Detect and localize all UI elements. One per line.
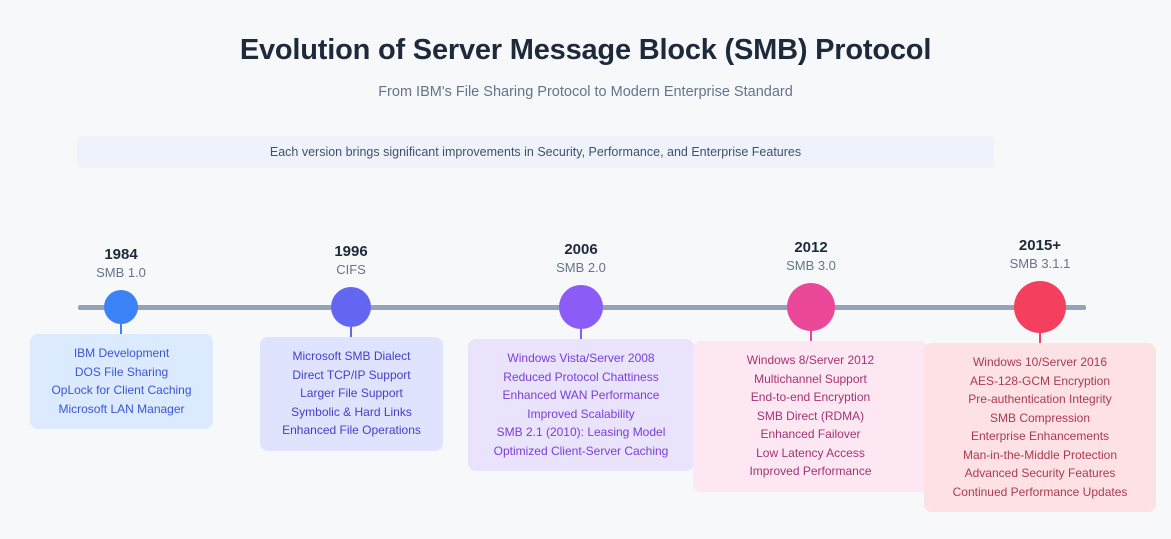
node-marker-dot[interactable]: [331, 287, 371, 327]
card-feature-item: AES-128-GCM Encryption: [969, 373, 1111, 388]
node-connector-stem: [810, 329, 812, 341]
node-marker-dot[interactable]: [559, 285, 603, 329]
node-year-label: 2012: [794, 239, 828, 256]
card-feature-item: Windows 8/Server 2012: [746, 353, 875, 367]
card-feature-item: Optimized Client-Server Caching: [493, 443, 669, 458]
node-version-label: SMB 3.1.1: [1009, 256, 1071, 271]
card-feature-item: Microsoft SMB Dialect: [292, 349, 411, 363]
node-connector-stem: [350, 325, 352, 337]
card-feature-item: SMB Compression: [989, 410, 1091, 425]
summary-banner: Each version brings significant improvem…: [77, 136, 994, 168]
summary-banner-text: Each version brings significant improvem…: [269, 145, 802, 159]
card-feature-item: IBM Development: [73, 346, 170, 360]
node-marker-dot[interactable]: [787, 283, 835, 331]
card-feature-item: Direct TCP/IP Support: [292, 367, 411, 382]
card-feature-item: Improved Scalability: [527, 406, 635, 421]
node-year-label: 2015+: [1018, 237, 1062, 254]
card-feature-item: Larger File Support: [300, 386, 403, 400]
card-feature-item: Symbolic & Hard Links: [291, 404, 412, 419]
page-subtitle: From IBM's File Sharing Protocol to Mode…: [378, 84, 793, 100]
card-feature-item: Windows 10/Server 2016: [972, 355, 1108, 369]
card-feature-item: Man-in-the-Middle Protection: [962, 447, 1118, 462]
node-year-label: 2006: [564, 241, 598, 258]
card-feature-item: Multichannel Support: [754, 371, 867, 386]
node-version-label: CIFS: [336, 262, 366, 277]
card-feature-item: Enterprise Enhancements: [970, 429, 1110, 443]
card-feature-item: Improved Performance: [749, 464, 872, 478]
card-feature-item: Enhanced Failover: [760, 427, 861, 441]
card-feature-item: Pre-authentication Integrity: [968, 392, 1112, 406]
card-feature-item: End-to-end Encryption: [750, 390, 871, 404]
card-feature-item: Windows Vista/Server 2008: [507, 351, 655, 365]
node-version-label: SMB 3.0: [786, 258, 836, 273]
node-marker-dot[interactable]: [104, 290, 138, 324]
node-connector-stem: [580, 327, 582, 339]
card-feature-item: DOS File Sharing: [74, 364, 169, 379]
page-title: Evolution of Server Message Block (SMB) …: [239, 34, 932, 66]
node-connector-stem: [120, 322, 122, 334]
card-feature-item: SMB Direct (RDMA): [756, 408, 865, 423]
node-connector-stem: [1039, 331, 1041, 343]
node-year-label: 1984: [104, 246, 138, 263]
card-feature-item: Low Latency Access: [756, 445, 865, 460]
card-feature-item: SMB 2.1 (2010): Leasing Model: [496, 425, 666, 439]
node-version-label: SMB 1.0: [96, 265, 146, 280]
card-feature-item: Advanced Security Features: [964, 466, 1116, 480]
card-feature-item: Enhanced WAN Performance: [502, 388, 660, 402]
card-feature-item: Microsoft LAN Manager: [58, 401, 185, 416]
card-feature-item: Continued Performance Updates: [952, 484, 1128, 499]
card-feature-item: Reduced Protocol Chattiness: [503, 369, 659, 384]
node-version-label: SMB 2.0: [556, 260, 606, 275]
node-marker-dot[interactable]: [1014, 281, 1066, 333]
node-year-label: 1996: [334, 243, 368, 260]
card-feature-item: OpLock for Client Caching: [51, 383, 192, 397]
card-feature-item: Enhanced File Operations: [282, 423, 421, 437]
